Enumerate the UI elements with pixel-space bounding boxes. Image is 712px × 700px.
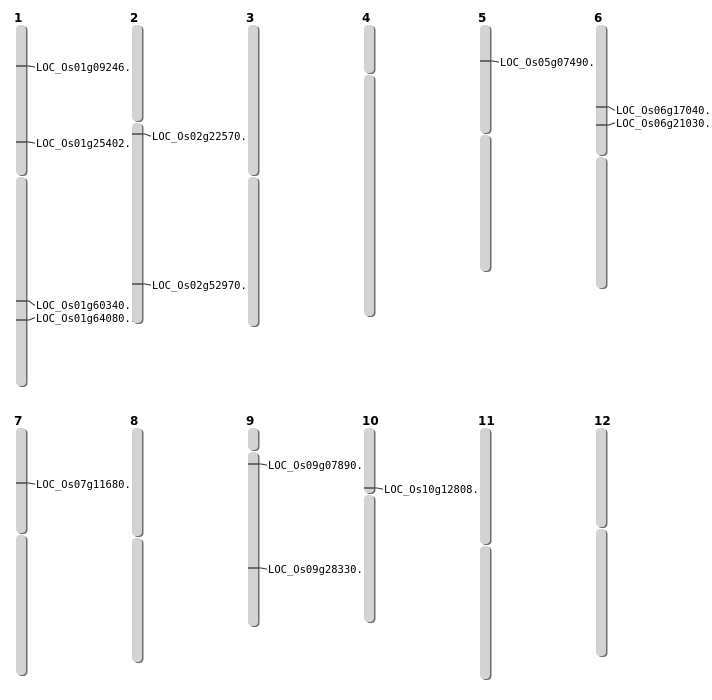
chromosome-label: 9 (246, 414, 254, 428)
chromosome-q-arm (132, 538, 142, 662)
chromosome-label: 1 (14, 11, 22, 25)
chromosome-q-arm (248, 452, 258, 626)
chromosome-label: 5 (478, 11, 486, 25)
chromosome-label: 6 (594, 11, 602, 25)
gene-label: LOC_Os01g25402.1 (36, 138, 137, 150)
chromosome-12: 12 (594, 414, 611, 657)
chromosome-p-arm (480, 25, 490, 133)
gene-connector (26, 65, 35, 68)
gene-label: LOC_Os05g07490.1 (500, 57, 601, 69)
chromosome-q-arm (248, 177, 258, 326)
gene-connector (26, 141, 35, 144)
gene-label: LOC_Os06g21030.1 (616, 118, 712, 130)
chromosome-label: 3 (246, 11, 254, 25)
chromosome-q-arm (132, 123, 142, 323)
gene-connector (606, 122, 615, 126)
chromosome-p-arm (248, 25, 258, 175)
chromosome-8: 8 (130, 414, 144, 663)
chromosome-p-arm (364, 25, 374, 73)
gene-connector (258, 567, 267, 570)
chromosome-label: 2 (130, 11, 138, 25)
gene-connector (142, 283, 151, 286)
chromosome-p-arm (480, 428, 490, 544)
chromosome-11: 11 (478, 414, 495, 680)
gene-connector (490, 60, 499, 63)
gene-connector (26, 317, 35, 321)
chromosome-label: 4 (362, 11, 370, 25)
chromosome-q-arm (480, 546, 490, 679)
chromosome-q-arm (364, 75, 374, 316)
chromosome-q-arm (596, 529, 606, 656)
chromosome-q-arm (16, 535, 26, 675)
chromosome-label: 7 (14, 414, 22, 428)
gene-label: LOC_Os01g60340.1 (36, 300, 137, 312)
gene-connector (142, 133, 151, 137)
chromosome-label: 8 (130, 414, 138, 428)
chromosome-q-arm (480, 135, 490, 271)
gene-label: LOC_Os10g12808.1 (384, 484, 485, 496)
chromosome-label: 12 (594, 414, 611, 428)
gene-connector (26, 482, 35, 485)
chromosome-p-arm (132, 428, 142, 536)
chromosome-p-arm (16, 25, 26, 175)
chromosome-3: 3 (246, 11, 260, 327)
gene-label: LOC_Os07g11680.1 (36, 479, 137, 491)
gene-connector (258, 463, 267, 466)
chromosome-label: 10 (362, 414, 379, 428)
chromosome-p-arm (248, 428, 258, 450)
chromosome-p-arm (364, 428, 374, 493)
gene-label: LOC_Os06g17040.1 (616, 105, 712, 117)
gene-label: LOC_Os02g52970.1 (152, 280, 253, 292)
gene-label: LOC_Os09g28330.1 (268, 564, 369, 576)
chromosome-1: 1LOC_Os01g09246.1LOC_Os01g25402.1LOC_Os0… (14, 11, 137, 387)
gene-label: LOC_Os01g64080.1 (36, 313, 137, 325)
chromosome-q-arm (364, 495, 374, 622)
chromosome-q-arm (596, 157, 606, 288)
chromosome-q-arm (16, 177, 26, 386)
chromosome-p-arm (16, 428, 26, 533)
chromosome-p-arm (596, 25, 606, 155)
gene-connector (606, 106, 615, 111)
gene-connector (26, 300, 35, 306)
gene-connector (374, 487, 383, 490)
chromosome-label: 11 (478, 414, 495, 428)
gene-label: LOC_Os09g07890.1 (268, 460, 369, 472)
chromosome-p-arm (132, 25, 142, 121)
gene-label: LOC_Os01g09246.1 (36, 62, 137, 74)
chromosome-p-arm (596, 428, 606, 527)
chromosome-4: 4 (362, 11, 376, 317)
gene-label: LOC_Os02g22570.1 (152, 131, 253, 143)
